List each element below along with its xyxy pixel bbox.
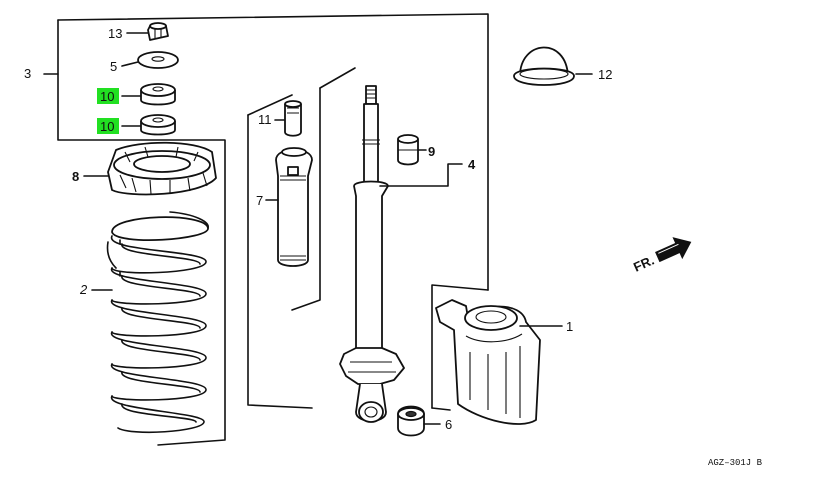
- label-12[interactable]: 12: [598, 67, 612, 82]
- highlight-10-upper: [97, 88, 119, 104]
- label-1[interactable]: 1: [566, 319, 573, 334]
- bracket-line-3: [57, 19, 226, 446]
- highlight-10-lower: [97, 118, 119, 134]
- leader-4: [379, 163, 463, 187]
- part-6-lower-bushing[interactable]: [397, 405, 425, 437]
- front-direction-marker: FR.: [631, 237, 692, 275]
- label-10-lower[interactable]: 10: [100, 119, 114, 134]
- frame-left-line: [247, 114, 313, 409]
- group-frame-lines: [43, 13, 489, 446]
- arrow-right-icon: [655, 237, 692, 263]
- part-1-housing[interactable]: [435, 299, 541, 425]
- part-12-cap[interactable]: [513, 46, 575, 86]
- label-3[interactable]: 3: [24, 66, 31, 81]
- part-2-coil-spring[interactable]: [106, 211, 209, 434]
- part-10-bushing-upper[interactable]: [140, 83, 176, 106]
- frame-boot-top: [319, 67, 356, 89]
- frame-top-line: [57, 13, 489, 291]
- label-10-upper[interactable]: 10: [100, 89, 114, 104]
- front-label: FR.: [631, 253, 656, 275]
- frame-right-line: [431, 284, 489, 409]
- part-5-washer[interactable]: [137, 51, 179, 69]
- part-11-bump-stop[interactable]: [284, 100, 302, 137]
- label-5[interactable]: 5: [110, 59, 117, 74]
- label-11[interactable]: 11: [258, 112, 272, 127]
- label-6[interactable]: 6: [445, 417, 452, 432]
- frame-left-top: [247, 94, 293, 116]
- part-13-nut[interactable]: [147, 22, 169, 41]
- part-4-shock-absorber[interactable]: [339, 85, 405, 423]
- label-2[interactable]: 2: [79, 282, 88, 297]
- frame-right-bottom: [431, 407, 451, 411]
- label-13[interactable]: 13: [108, 26, 122, 41]
- part-10-bushing-lower[interactable]: [140, 114, 176, 136]
- leader-5: [121, 61, 139, 67]
- part-8-spring-seat[interactable]: [107, 141, 217, 196]
- label-8[interactable]: 8: [72, 169, 79, 184]
- label-4[interactable]: 4: [468, 157, 476, 172]
- diagram-code: AGZ–301J B: [708, 458, 763, 468]
- part-7-dust-boot[interactable]: [275, 147, 313, 267]
- label-7[interactable]: 7: [256, 193, 263, 208]
- label-9[interactable]: 9: [428, 144, 435, 159]
- frame-boot: [291, 87, 321, 311]
- part-9-bushing[interactable]: [397, 134, 419, 166]
